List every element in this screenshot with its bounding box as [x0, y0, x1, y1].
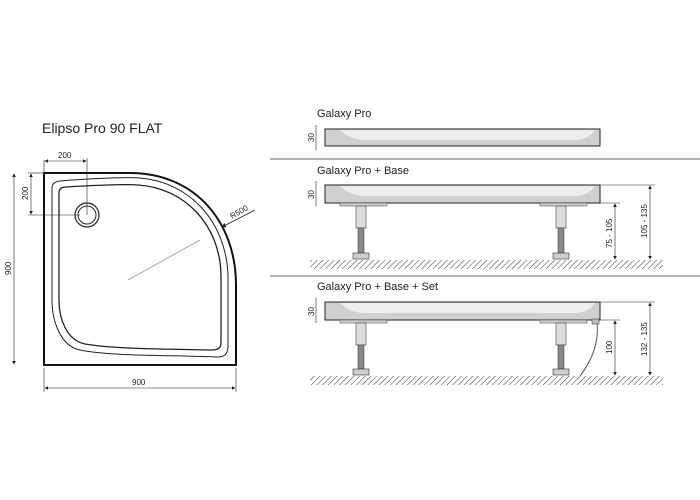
dim-leg-range: 100 — [605, 340, 614, 354]
dim-drain-y: 200 — [21, 186, 30, 200]
tray-outline — [43, 172, 237, 366]
section-galaxy-pro-base: Galaxy Pro + Base 30 75 - 105 105 - 135 — [307, 165, 663, 269]
leg — [339, 319, 388, 376]
dim-total-range: 105 - 135 — [640, 204, 649, 238]
dim-tray-height: 30 — [307, 307, 316, 316]
dim-leg-range: 75 - 105 — [605, 218, 614, 248]
tray-basin — [58, 183, 222, 351]
dim-width: 900 — [132, 378, 146, 387]
dim-drain-x: 200 — [58, 151, 72, 160]
section-galaxy-pro: Galaxy Pro 30 — [307, 108, 601, 150]
front-panel — [579, 321, 598, 377]
section-galaxy-pro-base-set: Galaxy Pro + Base + Set 30 100 132 - 135 — [307, 281, 663, 385]
leg — [339, 202, 388, 260]
plan-view: Elipso Pro 90 FLAT R500 200 200 900 900 — [4, 120, 256, 392]
leg — [539, 202, 588, 260]
dim-tray-height: 30 — [307, 190, 316, 199]
dim-total-range: 132 - 135 — [640, 322, 649, 356]
leg — [539, 319, 588, 376]
dim-height: 900 — [4, 261, 13, 275]
floor — [310, 376, 663, 385]
floor — [310, 260, 663, 269]
tray-rim — [51, 177, 229, 358]
section-label: Galaxy Pro + Base + Set — [317, 281, 438, 293]
plan-title: Elipso Pro 90 FLAT — [42, 120, 163, 136]
dim-tray-height: 30 — [307, 133, 316, 142]
section-label: Galaxy Pro + Base — [317, 165, 409, 177]
section-label: Galaxy Pro — [317, 108, 371, 120]
